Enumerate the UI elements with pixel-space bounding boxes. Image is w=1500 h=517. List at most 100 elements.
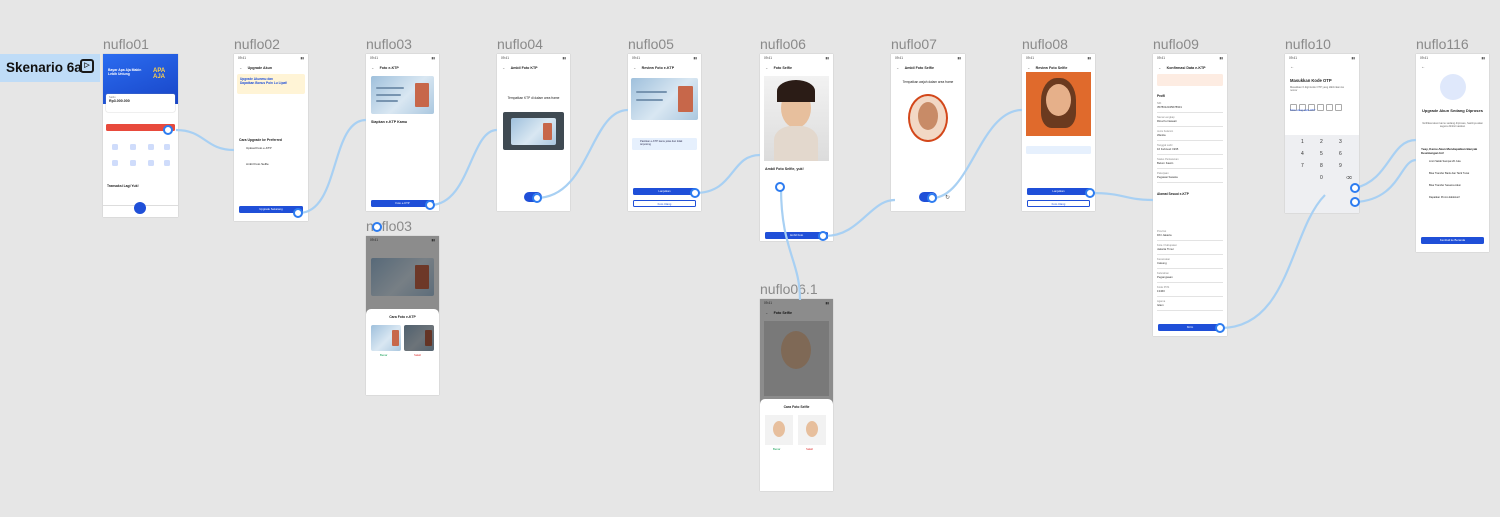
menu-multifinance-icon[interactable] (164, 144, 170, 150)
frame-nuflo07[interactable]: 09:41▮▮ ←Ambil Foto Selfie Tempatkan waj… (891, 54, 965, 211)
key-2[interactable]: 2 (1320, 139, 1323, 145)
key-9[interactable]: 9 (1339, 163, 1342, 169)
connector-handle[interactable] (1350, 183, 1360, 193)
frame-nuflo09[interactable]: 09:41▮▮ ←Konfirmasi Data e-KTP Profil NI… (1153, 54, 1227, 336)
retake-button[interactable]: Foto Ulang (1027, 200, 1090, 207)
back-icon[interactable]: ← (765, 310, 769, 315)
numeric-keypad[interactable]: 1 2 3 4 5 6 7 8 9 0 ⌫ (1285, 135, 1359, 213)
frame-nuflo01[interactable]: Bayar Apa Aja Makin Lebih Untung APA AJA… (103, 54, 178, 217)
key-7[interactable]: 7 (1301, 163, 1304, 169)
resend-otp-link[interactable]: Kirim ulang kode OTP (1290, 109, 1316, 112)
back-icon[interactable]: ← (896, 65, 900, 70)
scenario-tag[interactable]: Skenario 6a ▷ (0, 54, 100, 82)
key-5[interactable]: 5 (1320, 151, 1323, 157)
key-3[interactable]: 3 (1339, 139, 1342, 145)
submit-button[interactable]: Kirim (1158, 324, 1222, 331)
connector-handle[interactable] (293, 208, 303, 218)
correct-label: Benar (380, 353, 388, 357)
balance-card[interactable]: Saldo Rp3.000.000 (106, 94, 175, 112)
menu-paket-data-icon[interactable] (130, 144, 136, 150)
key-8[interactable]: 8 (1320, 163, 1323, 169)
frame-nuflo06-1[interactable]: 09:41▮▮ ←Foto Selfie Cara Foto Selfie Be… (760, 299, 833, 491)
bottom-nav[interactable] (103, 202, 178, 217)
menu-pulsa-icon[interactable] (112, 144, 118, 150)
back-icon[interactable]: ← (371, 65, 375, 70)
back-icon[interactable]: ← (1158, 65, 1162, 70)
take-ktp-button[interactable]: Foto e-KTP (371, 200, 434, 207)
connector-handle[interactable] (425, 200, 435, 210)
back-home-button[interactable]: Kembali ke Beranda (1421, 237, 1484, 244)
back-icon[interactable]: ← (502, 65, 506, 70)
otp-desc: Masukkan 6 digit kode OTP yang dikirimka… (1290, 86, 1345, 93)
key-1[interactable]: 1 (1301, 139, 1304, 145)
frame-nuflo10[interactable]: 09:41▮▮ ← Masukkan Kode OTP Masukkan 6 d… (1285, 54, 1359, 213)
upgrade-alert[interactable] (106, 124, 175, 131)
key-4[interactable]: 4 (1301, 151, 1304, 157)
processing-illustration-icon (1440, 74, 1466, 100)
connector-handle[interactable] (1215, 323, 1225, 333)
frame-nuflo02[interactable]: 09:41▮▮ ←Upgrade Akun Upgrade Akunmu dan… (234, 54, 308, 221)
connector-handle[interactable] (372, 222, 382, 232)
back-icon[interactable]: ← (1421, 64, 1425, 69)
connector-handle[interactable] (818, 231, 828, 241)
take-selfie-button[interactable]: Ambil Foto (765, 232, 828, 239)
frame-nuflo03[interactable]: 09:41▮▮ ←Foto e-KTP Siapkan e-KTP Kamu F… (366, 54, 439, 211)
retake-button[interactable]: Foto Ulang (633, 200, 696, 207)
continue-button[interactable]: Lanjutkan (1027, 188, 1090, 195)
menu-lainnya-icon[interactable] (164, 160, 170, 166)
selfie-wrong-example (798, 415, 826, 445)
back-icon[interactable]: ← (765, 65, 769, 70)
otp-inputs[interactable] (1290, 98, 1344, 116)
connector-handle[interactable] (532, 193, 542, 203)
frame-nuflo03-sheet[interactable]: 09:41▮▮ Cara Foto e-KTP Benar Salah (366, 236, 439, 395)
back-icon[interactable]: ← (1027, 65, 1031, 70)
frame-label-nuflo07: nuflo07 (891, 36, 937, 52)
connector-01-02 (175, 128, 235, 152)
bottom-sheet: Cara Foto Selfie Benar Salah (760, 399, 833, 491)
sheet-title: Cara Foto e-KTP (389, 315, 416, 319)
menu-bpjs-icon[interactable] (112, 160, 118, 166)
back-icon[interactable]: ← (633, 65, 637, 70)
back-icon[interactable]: ← (239, 65, 243, 70)
continue-button[interactable]: Lanjutkan (633, 188, 696, 195)
key-6[interactable]: 6 (1339, 151, 1342, 157)
connector-handle[interactable] (1350, 197, 1360, 207)
backspace-icon[interactable]: ⌫ (1346, 175, 1352, 180)
frame-label-nuflo08: nuflo08 (1022, 36, 1068, 52)
frame-nuflo08[interactable]: 09:41▮▮ ←Review Foto Selfie Lanjutkan Fo… (1022, 54, 1095, 211)
scan-button[interactable] (134, 202, 146, 214)
selfie-heading: Ambil Foto Selfie, yuk! (765, 167, 804, 171)
connector-handle[interactable] (690, 188, 700, 198)
key-0[interactable]: 0 (1320, 175, 1323, 181)
back-icon[interactable]: ← (1290, 64, 1294, 69)
frame-nuflo116[interactable]: 09:41▮▮ ← Upgrade Akun Sedang Diproses V… (1416, 54, 1489, 252)
connector-handle[interactable] (775, 182, 785, 192)
connector-handle[interactable] (927, 193, 937, 203)
frame-label-nuflo05: nuflo05 (628, 36, 674, 52)
connector-06-07 (824, 198, 896, 238)
frame-nuflo04[interactable]: 09:41▮▮ ←Ambil Foto KTP Tempatkan KTP di… (497, 54, 570, 211)
connector-10-116a (1354, 138, 1417, 190)
connector-handle[interactable] (1085, 188, 1095, 198)
menu-asuransi-icon[interactable] (148, 160, 154, 166)
frame-nuflo06[interactable]: 09:41▮▮ ←Foto Selfie Ambil Foto Selfie, … (760, 54, 833, 241)
connector-handle[interactable] (163, 125, 173, 135)
menu-listrik-icon[interactable] (148, 144, 154, 150)
frame-nuflo05[interactable]: 09:41▮▮ ←Review Foto e-KTP Pastikan e-KT… (628, 54, 701, 211)
upgrade-now-button[interactable]: Upgrade Sekarang (239, 206, 303, 213)
menu-telkom-icon[interactable] (130, 160, 136, 166)
switch-camera-icon[interactable]: ↻ (945, 195, 951, 201)
play-frame-icon[interactable]: ▷ (80, 59, 94, 73)
